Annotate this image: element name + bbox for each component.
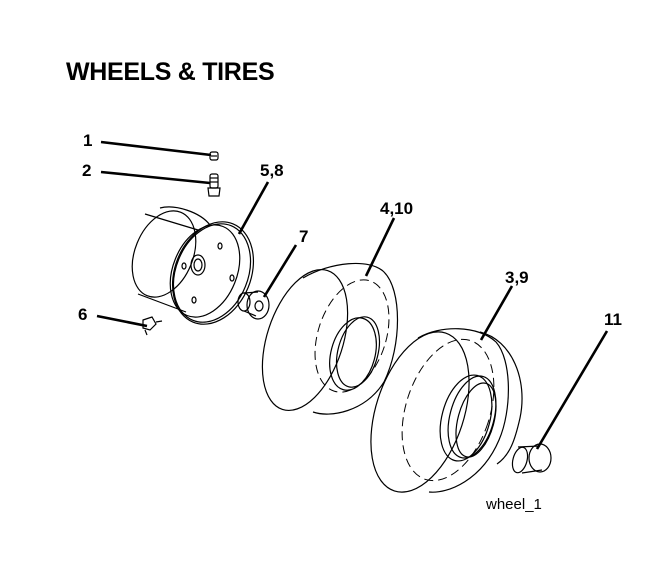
callout-label-5-8: 5,8 bbox=[260, 161, 284, 180]
bushing-part bbox=[237, 290, 270, 320]
leader-lines bbox=[96, 140, 609, 450]
page-title: WHEELS & TIRES bbox=[66, 58, 275, 86]
callout-label-11: 11 bbox=[604, 310, 622, 329]
callout-label-3-9: 3,9 bbox=[505, 268, 529, 287]
hub-cap-part bbox=[511, 443, 552, 474]
callout-label-6: 6 bbox=[78, 305, 87, 324]
valve-cap-part bbox=[209, 151, 219, 161]
figure-identifier: wheel_1 bbox=[486, 496, 542, 513]
front-tire-part bbox=[261, 262, 399, 415]
callout-label-7: 7 bbox=[299, 227, 308, 246]
valve-stem-part bbox=[207, 173, 221, 197]
grease-fitting-part bbox=[142, 316, 163, 336]
callout-label-2: 2 bbox=[82, 161, 91, 180]
leader-line-5-8 bbox=[237, 181, 270, 235]
leader-line-3-9 bbox=[479, 285, 514, 341]
leader-line-7 bbox=[262, 244, 298, 298]
leader-line-6 bbox=[96, 314, 148, 328]
callout-label-4-10: 4,10 bbox=[380, 199, 413, 218]
wheel-rim-part bbox=[131, 206, 255, 325]
callout-labels: 1 2 5,8 7 4,10 3,9 6 11 bbox=[78, 131, 622, 329]
leader-line-2 bbox=[100, 170, 211, 185]
callout-label-1: 1 bbox=[83, 131, 92, 150]
leader-line-11 bbox=[535, 330, 609, 450]
rear-tire-part bbox=[370, 328, 523, 493]
leader-line-1 bbox=[100, 140, 212, 157]
leader-line-4-10 bbox=[364, 217, 396, 277]
